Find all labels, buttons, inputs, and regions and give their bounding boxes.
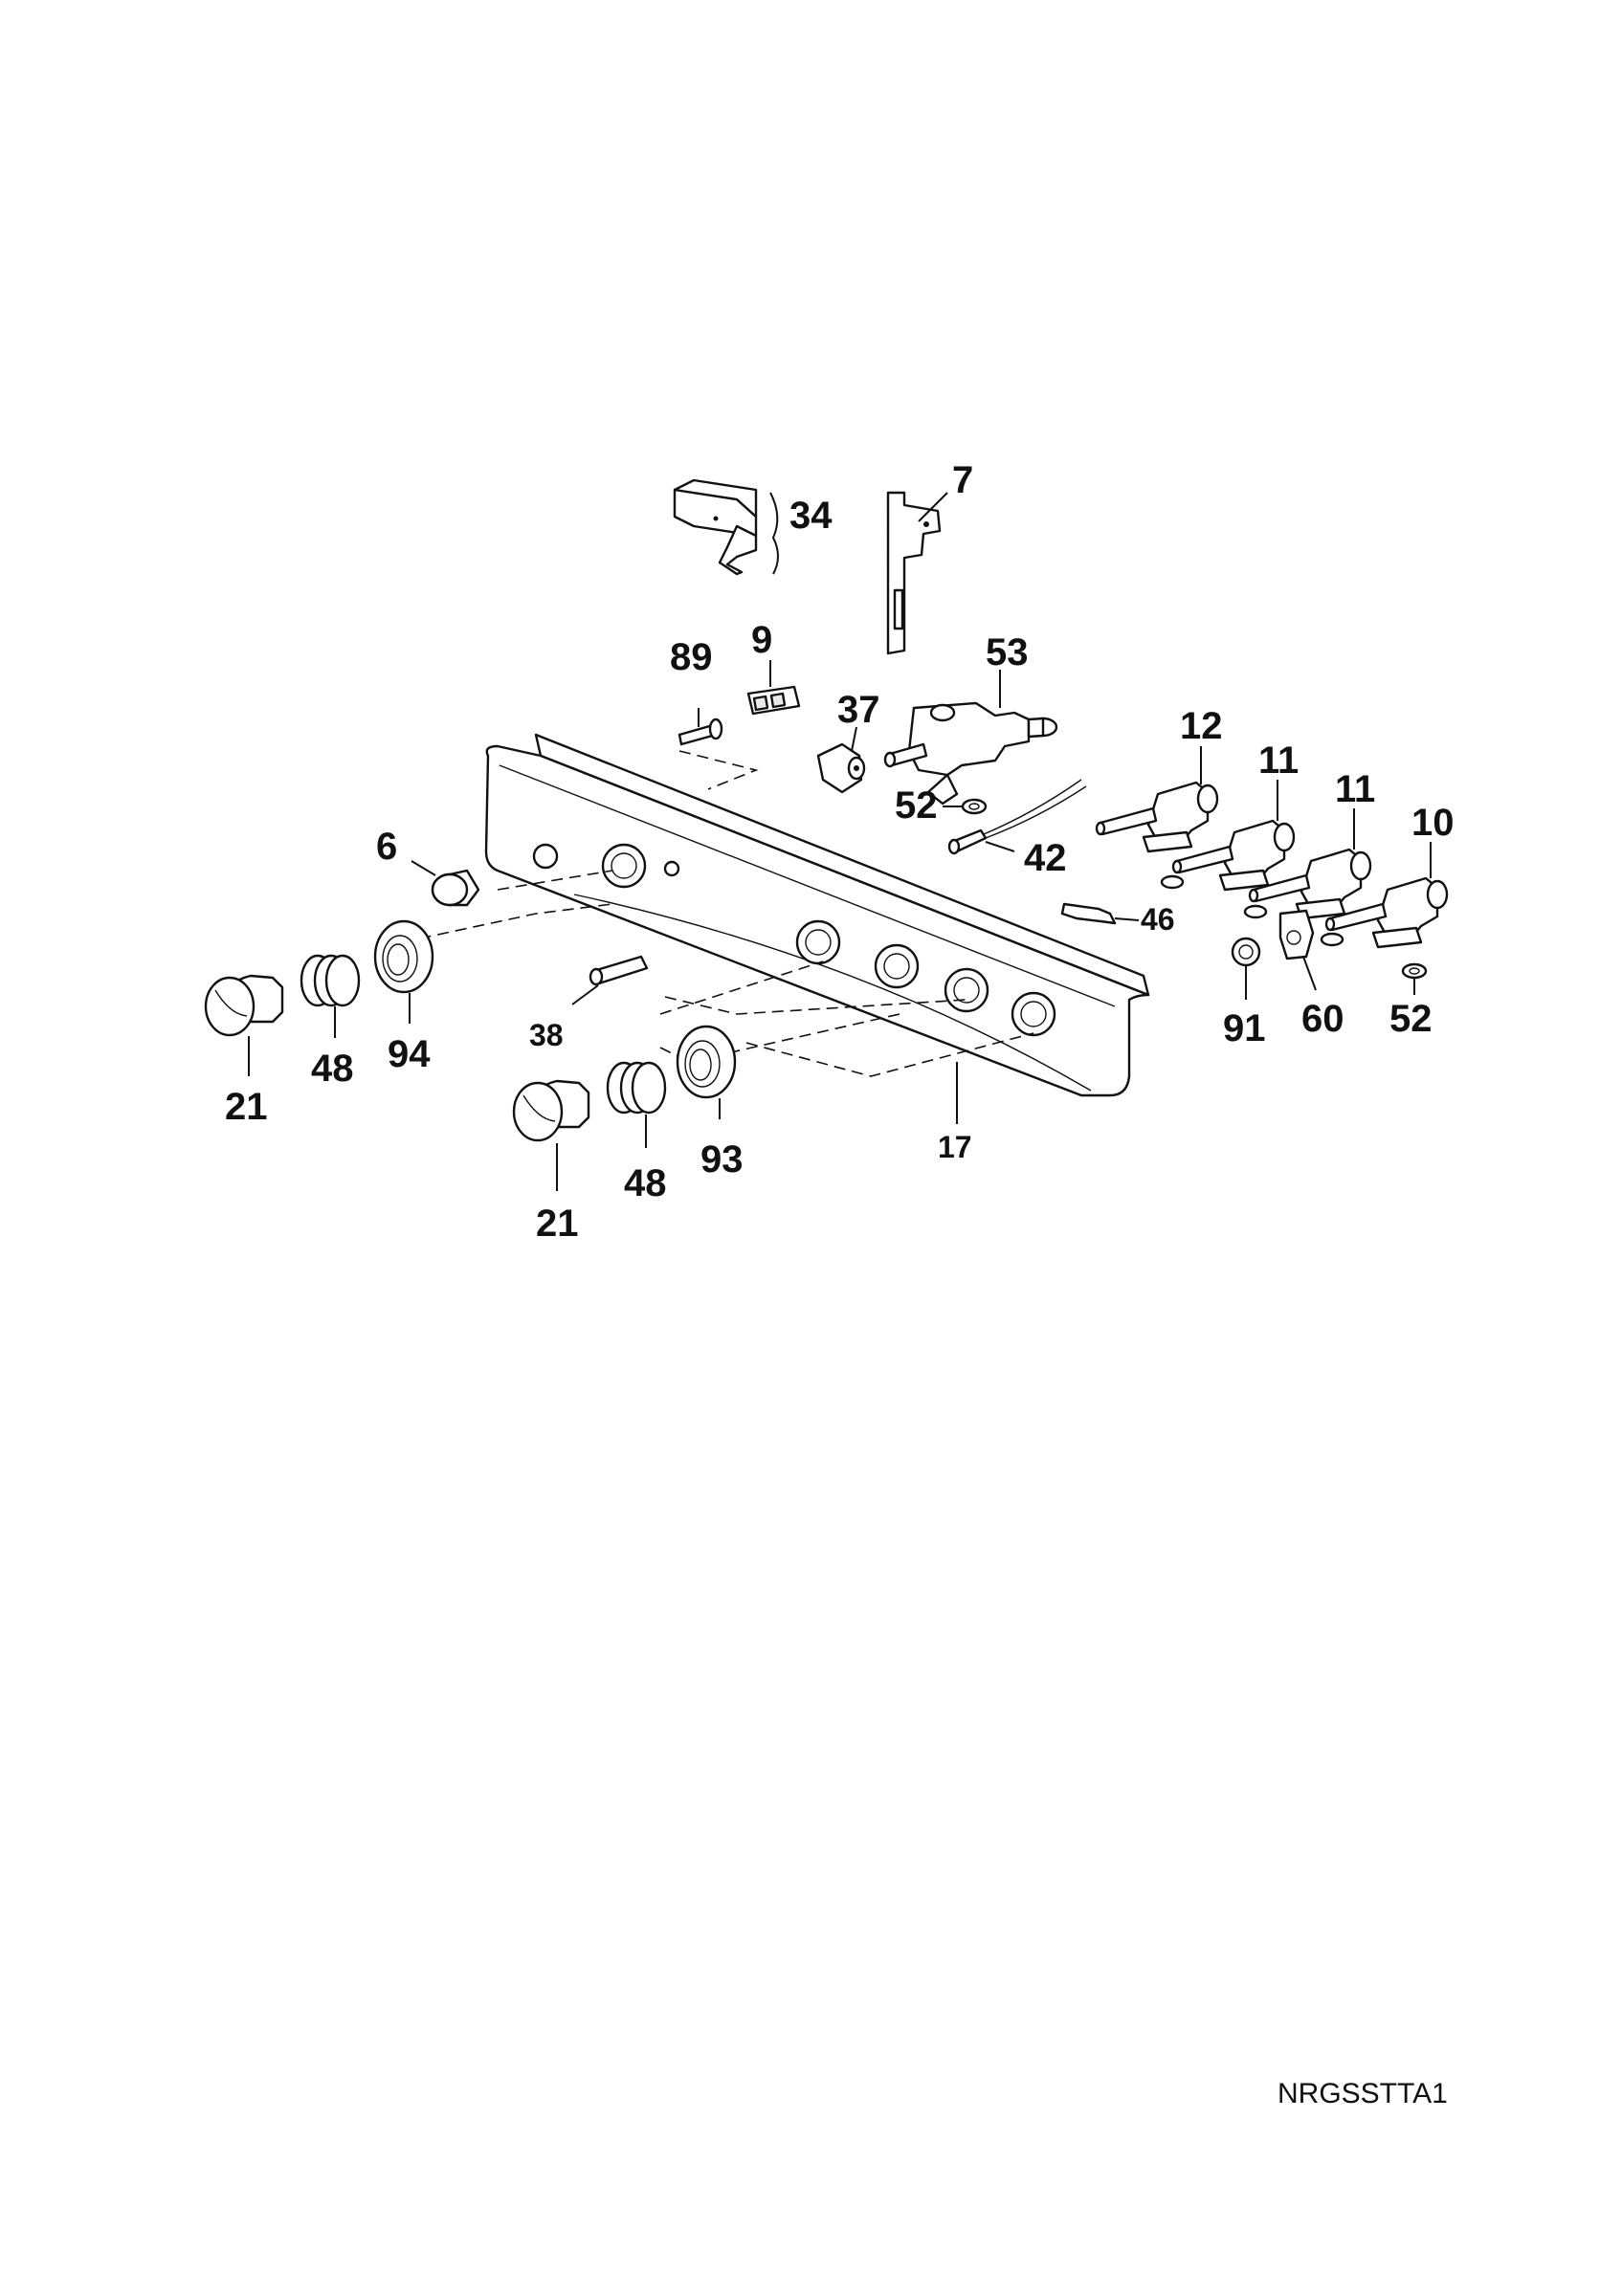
callout-53: 53 [986,631,1029,673]
part-21-knob-lower [512,1079,590,1191]
callout-93: 93 [700,1138,744,1181]
tap-washers [1160,874,1344,947]
part-34-bracket [673,478,779,576]
part-52-washer-upper [943,798,988,815]
part-93-bezel-ring [676,1025,737,1119]
part-11-gas-tap-a [1171,780,1296,892]
callout-21-left: 21 [225,1086,268,1128]
callout-42: 42 [1024,837,1067,879]
callout-46: 46 [1141,902,1175,937]
drawing-code: NRGSSTTA1 [1278,2078,1448,2109]
callout-52-upper: 52 [895,784,938,827]
part-37-cam [816,726,866,794]
callout-38: 38 [529,1018,564,1052]
callout-89: 89 [670,636,713,678]
callout-60: 60 [1301,998,1344,1040]
callout-7: 7 [952,459,973,501]
part-94-bezel-ring [373,919,434,1024]
callout-11-a: 11 [1258,740,1299,782]
part-17-control-panel [484,733,1150,1124]
callout-10: 10 [1411,802,1455,844]
callout-37: 37 [837,689,880,731]
part-21-knob-left [204,974,284,1076]
part-48-spring-left [300,954,361,1038]
part-7-mounting-strip [886,491,948,655]
callout-11-b: 11 [1335,768,1375,810]
callout-34: 34 [789,495,833,537]
part-60-bracket [1278,909,1317,991]
part-42-thermocouple [947,779,1087,855]
callout-12: 12 [1180,705,1223,747]
part-38-pin [571,955,649,1005]
part-11-gas-tap-b [1248,808,1372,920]
callout-6: 6 [376,826,397,868]
part-48-spring-lower [606,1061,667,1148]
assembly-dashed-lines [401,750,1034,1077]
part-9-switch [746,660,801,716]
part-53-gas-valve [883,670,1058,806]
part-89-screw [678,708,723,746]
callout-9: 9 [751,619,772,661]
callout-21-lower: 21 [536,1203,579,1245]
callout-48-lower: 48 [624,1162,667,1204]
callout-91: 91 [1223,1007,1266,1049]
part-52-washer-lower [1401,962,1428,995]
callout-17: 17 [938,1130,972,1164]
part-12-gas-tap [1095,746,1219,853]
part-10-gas-tap [1324,842,1449,949]
part-46-clip [1060,902,1140,925]
part-6-indicator-lens [411,860,480,907]
callout-94: 94 [388,1033,431,1075]
callout-52-lower: 52 [1389,998,1433,1040]
part-91-bushing [1231,937,1261,1000]
callout-48-left: 48 [311,1048,354,1090]
